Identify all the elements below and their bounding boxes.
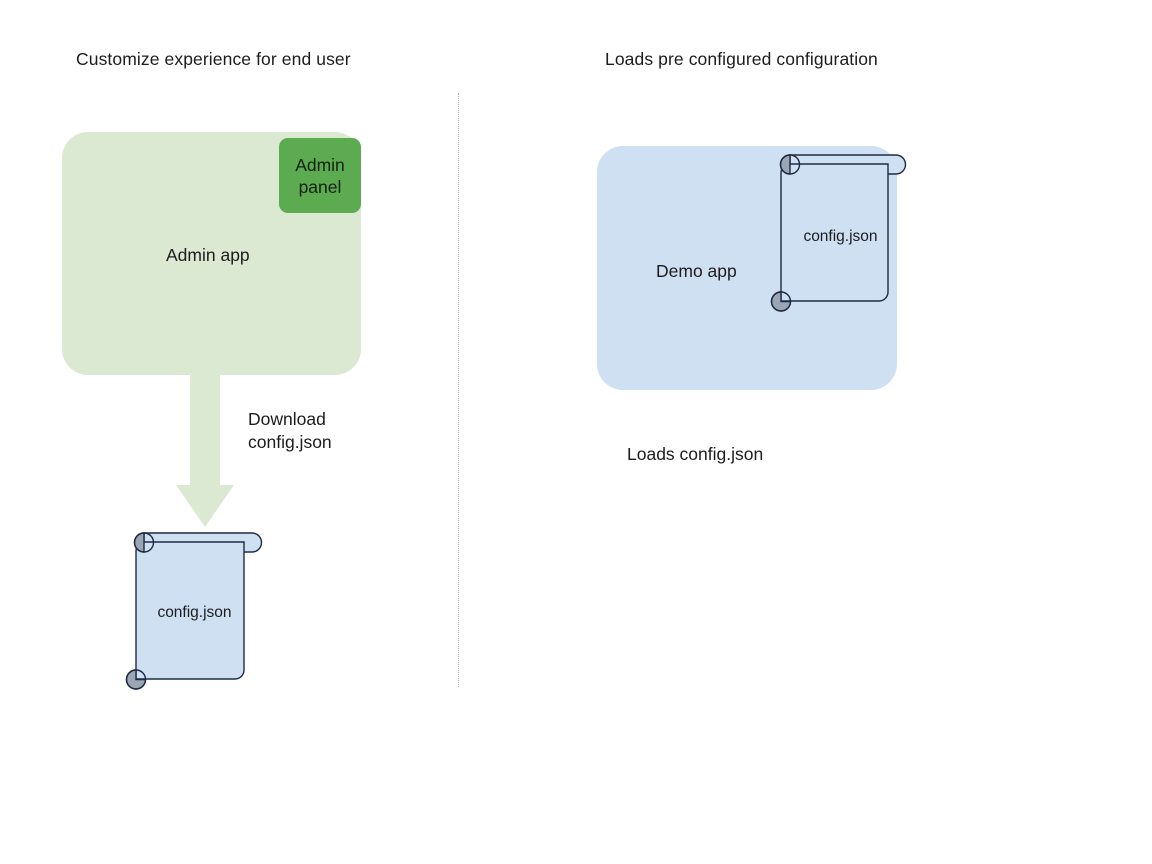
- left-column-title: Customize experience for end user: [76, 49, 351, 69]
- demo-app-label: Demo app: [656, 261, 737, 281]
- document-top-curl-outline: [133, 532, 155, 553]
- admin-panel-label-line2: panel: [298, 176, 342, 197]
- admin-panel-label-line1: Admin: [295, 154, 345, 175]
- config-json-document-right[interactable]: config.json: [768, 150, 913, 312]
- download-arrow-label-line2: config.json: [248, 432, 332, 452]
- config-json-document-left-label: config.json: [157, 604, 232, 621]
- loads-config-caption: Loads config.json: [627, 444, 764, 464]
- admin-app-label: Admin app: [166, 245, 250, 265]
- document-top-curl-outline: [779, 154, 801, 175]
- download-arrow-label-line1: Download: [248, 409, 326, 429]
- config-json-document-right-label: config.json: [803, 228, 878, 245]
- admin-panel-box[interactable]: Admin panel: [279, 138, 361, 213]
- download-arrow-label: Download config.json: [248, 408, 332, 454]
- column-divider: [458, 93, 459, 687]
- right-column-title: Loads pre configured configuration: [605, 49, 878, 69]
- download-arrow-icon: [176, 375, 234, 527]
- document-bottom-curl-outline: [125, 669, 147, 690]
- config-json-document-left[interactable]: config.json: [122, 530, 267, 690]
- document-bottom-curl-outline: [770, 291, 792, 312]
